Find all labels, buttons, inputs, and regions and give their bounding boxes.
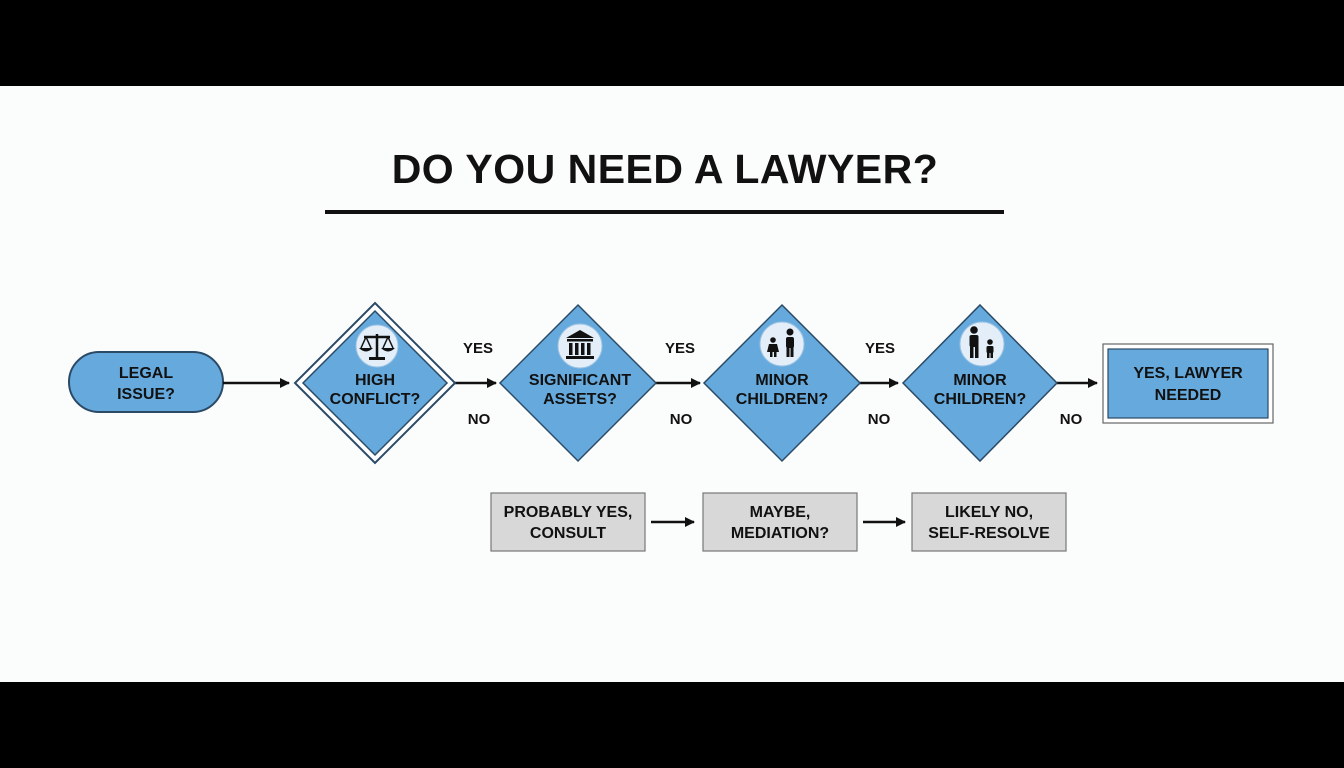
decision-3-line2: CHILDREN? — [736, 391, 828, 408]
parent-child-icon — [959, 321, 1005, 367]
outcome-2-line1: MAYBE, — [750, 504, 811, 521]
end-label-line1: YES, LAWYER — [1133, 365, 1243, 382]
end-node: YES, LAWYER NEEDED — [1102, 343, 1274, 424]
decision-1-line2: CONFLICT? — [330, 391, 421, 408]
outcome-1-line2: CONSULT — [530, 525, 606, 542]
diagram-canvas: DO YOU NEED A LAWYER? LEGAL ISSUE? — [0, 86, 1344, 682]
letterbox-top — [0, 0, 1344, 86]
outcome-1-line1: PROBABLY YES, — [504, 504, 633, 521]
decision-significant-assets: SIGNIFICANT ASSETS? — [498, 303, 658, 463]
decision-2-line2: ASSETS? — [543, 391, 617, 408]
start-node: LEGAL ISSUE? — [68, 351, 224, 413]
end-label-line2: NEEDED — [1155, 387, 1222, 404]
decision-minor-children-1: MINOR CHILDREN? — [702, 303, 862, 463]
parent-child-icon — [759, 321, 805, 367]
outcome-3-line1: LIKELY NO, — [945, 504, 1033, 521]
no-label-4: NO — [1060, 411, 1083, 428]
decision-2-line1: SIGNIFICANT — [529, 372, 631, 389]
page-title: DO YOU NEED A LAWYER? — [391, 146, 939, 192]
no-label-1: NO — [468, 411, 491, 428]
decision-3-line1: MINOR — [755, 372, 809, 389]
start-label-line1: LEGAL — [119, 365, 173, 382]
outcome-probably-yes: PROBABLY YES, CONSULT — [490, 492, 646, 552]
yes-label-3: YES — [865, 340, 895, 357]
decision-4-line1: MINOR — [953, 372, 1007, 389]
no-label-2: NO — [670, 411, 693, 428]
outcome-3-line2: SELF-RESOLVE — [928, 525, 1050, 542]
yes-label-1: YES — [463, 340, 493, 357]
decision-minor-children-2: MINOR CHILDREN? — [901, 303, 1059, 463]
yes-label-2: YES — [665, 340, 695, 357]
letterbox-bottom — [0, 682, 1344, 768]
outcome-2-line2: MEDIATION? — [731, 525, 829, 542]
scales-icon — [355, 324, 399, 368]
start-label-line2: ISSUE? — [117, 386, 175, 403]
no-label-3: NO — [868, 411, 891, 428]
outcome-maybe-mediation: MAYBE, MEDIATION? — [702, 492, 858, 552]
flowchart: LEGAL ISSUE? HIGH — [68, 301, 1274, 552]
title-underline — [325, 210, 1004, 214]
bank-icon — [557, 323, 603, 369]
decision-1-line1: HIGH — [355, 372, 395, 389]
decision-4-line2: CHILDREN? — [934, 391, 1026, 408]
decision-high-conflict: HIGH CONFLICT? — [293, 301, 457, 465]
outcome-likely-no: LIKELY NO, SELF-RESOLVE — [911, 492, 1067, 552]
